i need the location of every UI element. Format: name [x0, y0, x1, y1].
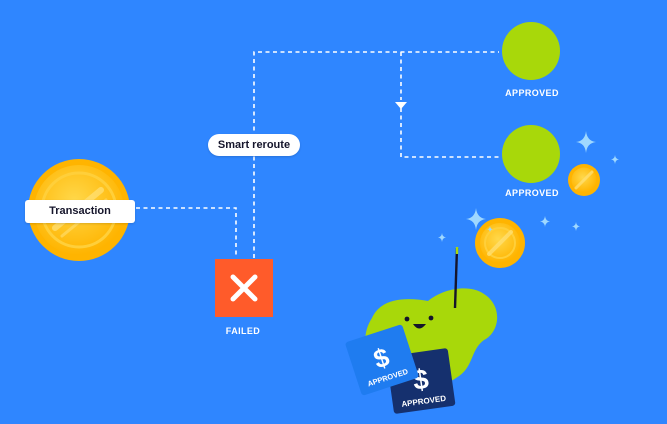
- connector-to-second-approved: [400, 108, 499, 158]
- sparkle-icon: [438, 233, 446, 242]
- failed-node: [215, 259, 273, 317]
- mascot-mouth: [413, 324, 426, 329]
- connector-lines: [136, 51, 499, 258]
- sparkle-icon: [611, 155, 619, 164]
- mascot-eye-right: [428, 315, 434, 321]
- close-icon: [230, 274, 258, 302]
- connector-transaction-to-failed: [136, 207, 237, 258]
- sparkle-icon: [487, 226, 493, 232]
- transaction-label: Transaction: [25, 200, 135, 223]
- mascot-eye-left: [404, 316, 410, 322]
- arrow-down-icon: [395, 102, 407, 109]
- approved-status-secondary: APPROVED: [505, 188, 559, 198]
- sparkle-icon: [540, 216, 550, 227]
- sparkle-icon: [576, 131, 596, 153]
- approved-node-secondary: [502, 125, 560, 183]
- smart-reroute-label: Smart reroute: [208, 134, 300, 156]
- wand-icon: [453, 247, 459, 309]
- sparkle-icon: [466, 208, 486, 230]
- failed-status: FAILED: [225, 326, 261, 336]
- approved-node-primary: [502, 22, 560, 80]
- coin-icon: [475, 218, 525, 268]
- sparkles: [438, 131, 619, 242]
- card-front: $ APPROVED: [345, 324, 419, 396]
- coin-icon: [568, 164, 600, 196]
- connector-failed-to-approved: [253, 51, 499, 258]
- approved-status-primary: APPROVED: [505, 88, 559, 98]
- sparkle-icon: [572, 222, 580, 231]
